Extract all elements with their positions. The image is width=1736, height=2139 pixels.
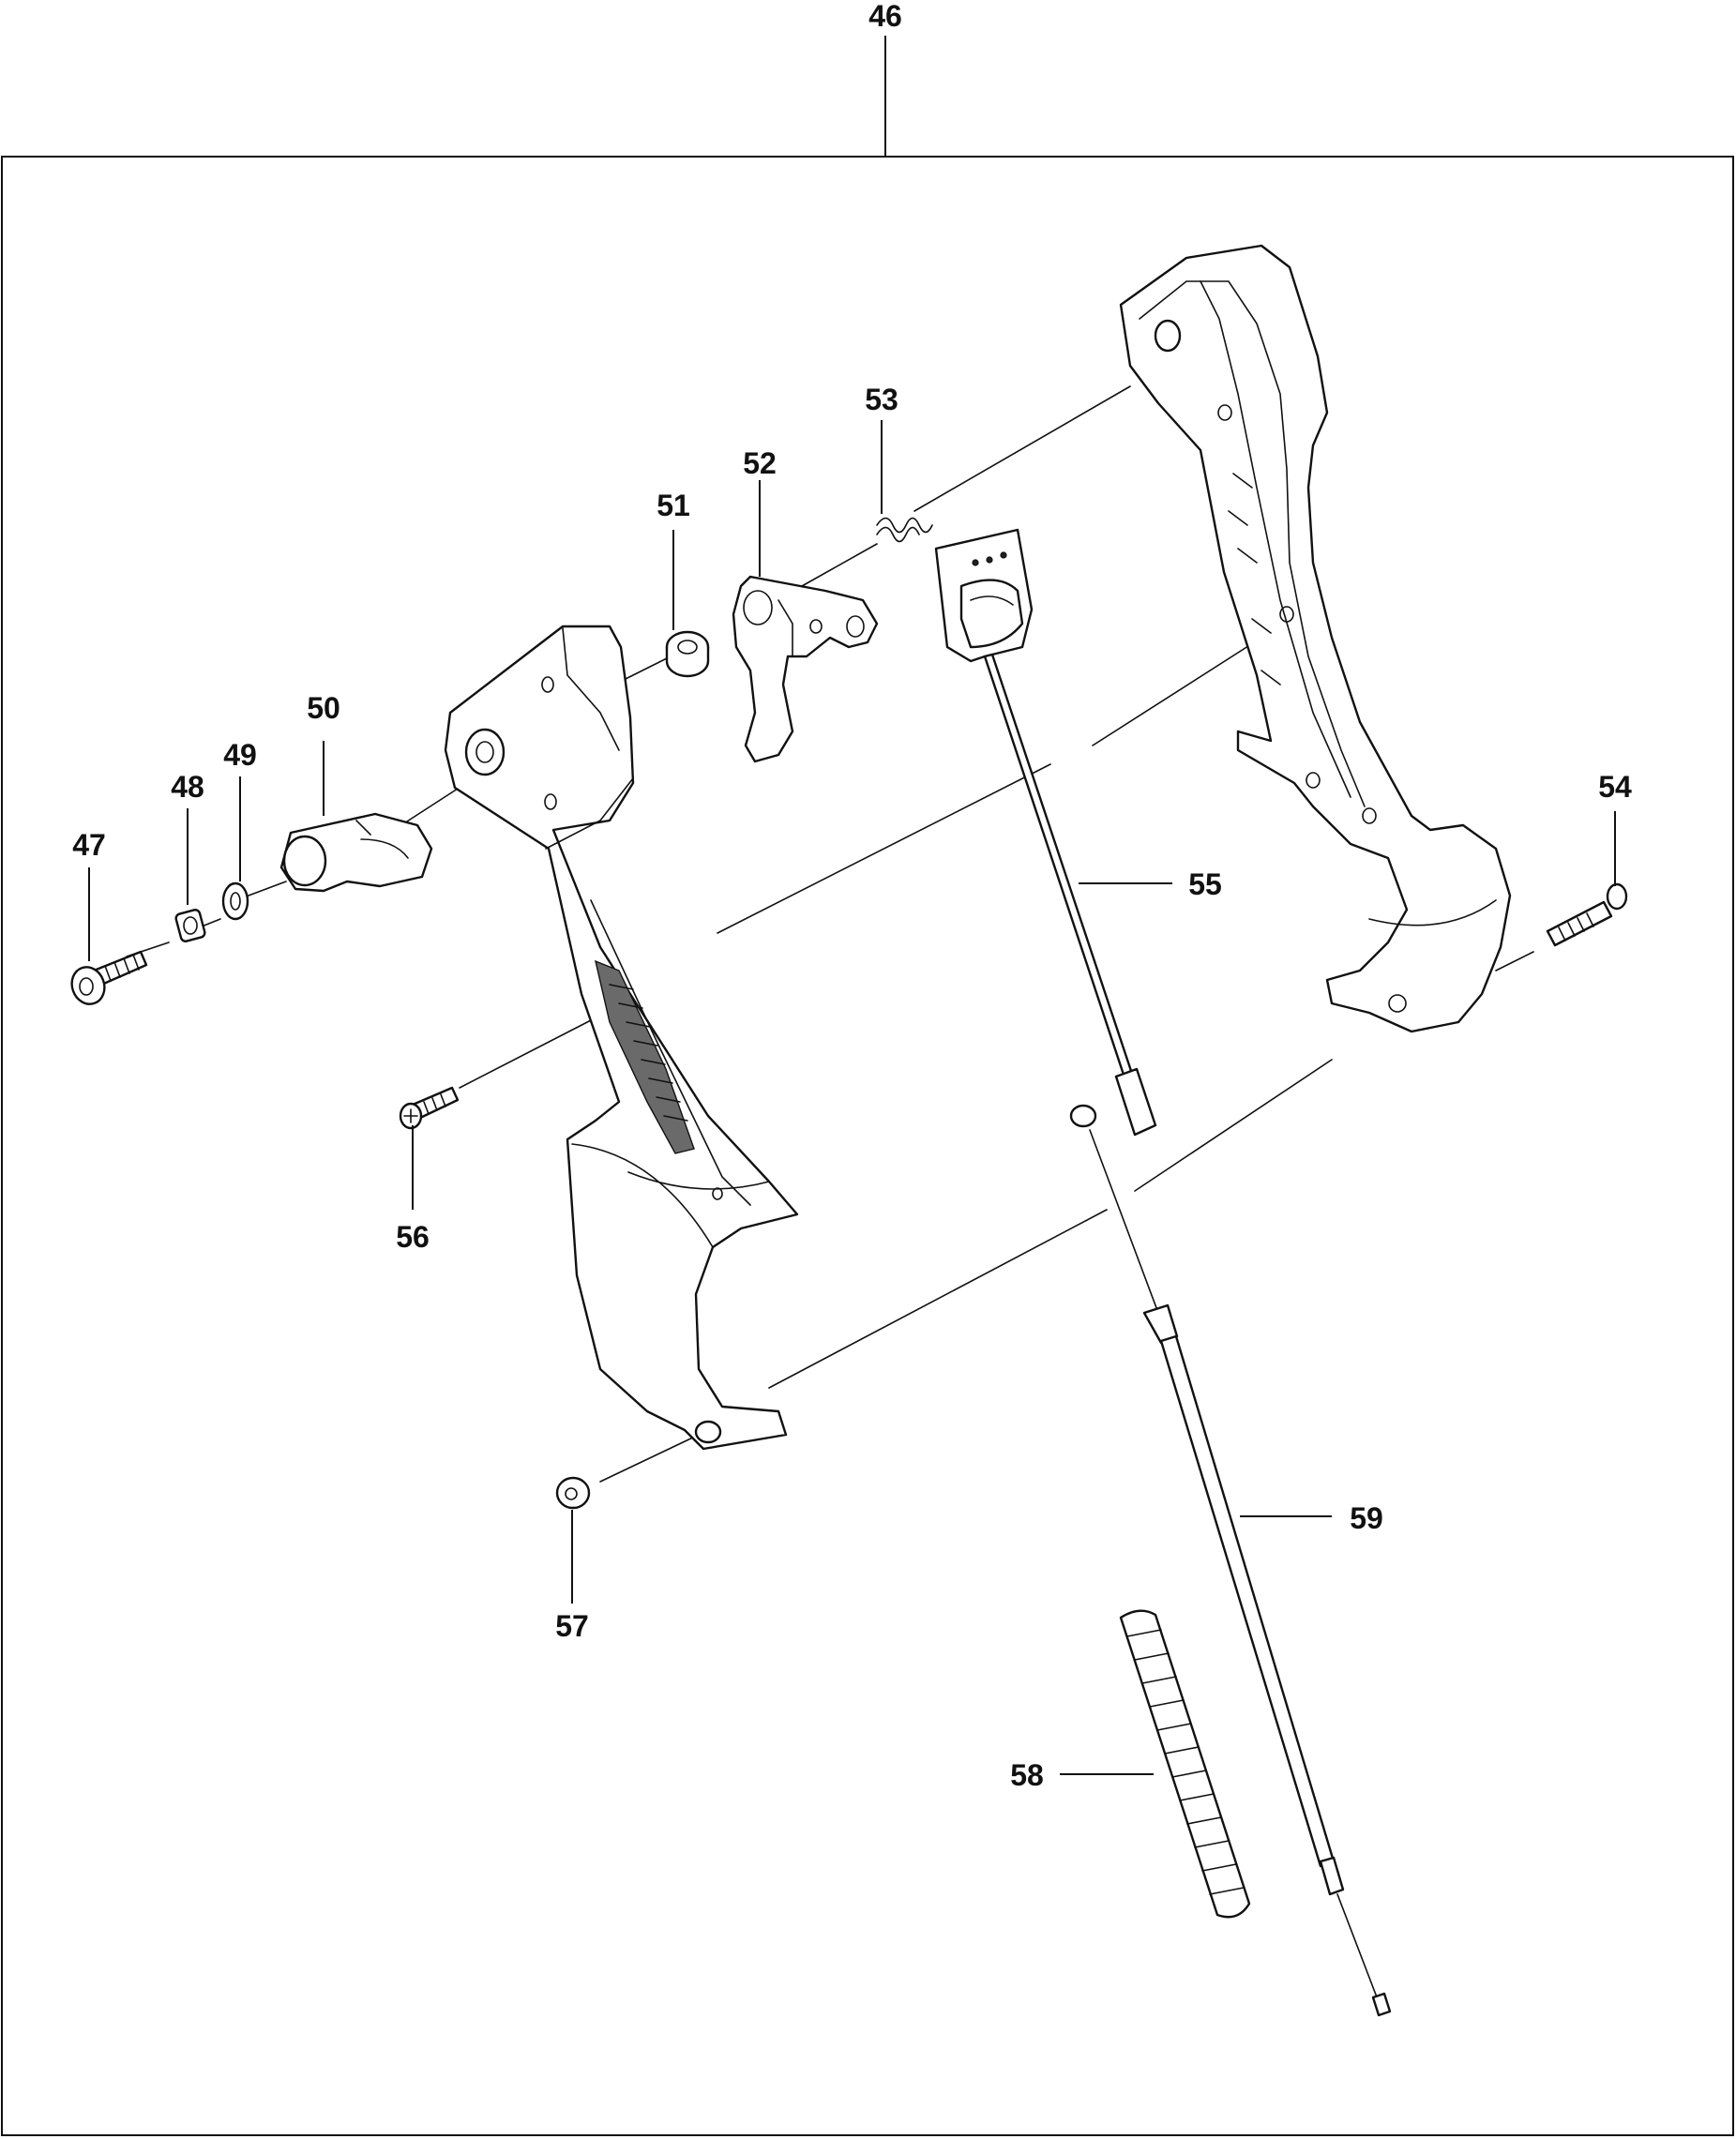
- part-55-stop-switch: [934, 528, 1157, 1137]
- part-47-socket-head-bolt: [70, 950, 148, 1005]
- part-57-nut: [555, 1476, 591, 1510]
- right-handle-half: [1119, 244, 1512, 1033]
- label-56: 56: [396, 1220, 430, 1254]
- label-48: 48: [171, 770, 204, 804]
- label-55: 55: [1188, 867, 1222, 901]
- part-54-screw-right: [1546, 882, 1628, 947]
- label-51: 51: [657, 489, 690, 522]
- label-57: 57: [555, 1609, 589, 1643]
- part-48-square-nut: [174, 909, 206, 942]
- part-50-clamp-knob: [279, 812, 433, 893]
- label-49: 49: [223, 738, 257, 772]
- label-52: 52: [743, 446, 777, 480]
- assembly-frame: [1, 156, 1734, 2136]
- part-56-screw-left: [399, 1086, 460, 1130]
- label-59: 59: [1350, 1501, 1383, 1535]
- part-52-throttle-trigger: [732, 575, 879, 763]
- part-58-spiral-tube: [1119, 1609, 1251, 1919]
- label-53: 53: [865, 383, 898, 416]
- part-53-spring: [876, 517, 933, 543]
- part-59-throttle-cable: [1069, 1104, 1392, 2017]
- leader-lines: [88, 420, 1616, 1775]
- label-58: 58: [1010, 1758, 1044, 1792]
- label-50: 50: [307, 691, 340, 725]
- part-49-washer: [221, 881, 249, 921]
- label-47: 47: [72, 828, 106, 862]
- part-51-collar: [665, 630, 710, 678]
- assembly-lines: [126, 385, 1534, 1483]
- label-46: 46: [868, 0, 902, 33]
- label-54: 54: [1598, 770, 1632, 804]
- left-handle-half: [444, 625, 799, 1451]
